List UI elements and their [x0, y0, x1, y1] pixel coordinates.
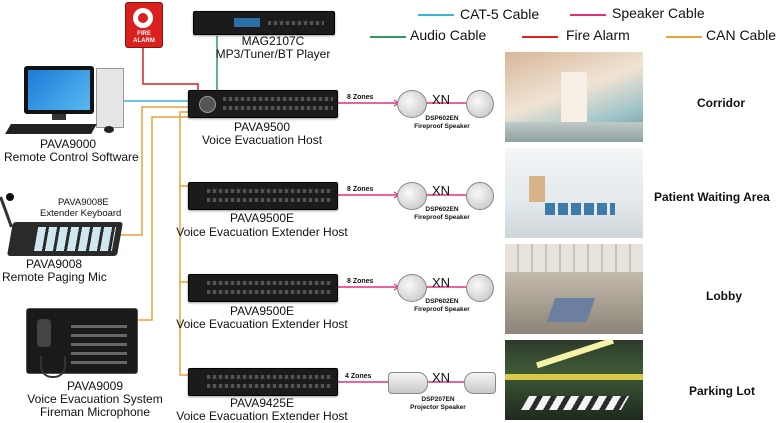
host-3-desc: Voice Evacuation Extender Host [176, 409, 348, 423]
host-0-model: PAVA9500 [233, 120, 291, 134]
legend-speaker-label: Speaker Cable [612, 5, 705, 21]
host-2-desc: Voice Evacuation Extender Host [176, 317, 348, 331]
corridor-photo [505, 52, 643, 142]
ceiling-speaker-icon [397, 90, 427, 118]
keyboard [5, 124, 97, 134]
host-device-pava9425e [188, 368, 338, 396]
fireman-mic-desc-2: Fireman Microphone [39, 405, 151, 419]
host-3-zones: 4 Zones [345, 373, 372, 380]
legend-fire-label: Fire Alarm [566, 27, 630, 43]
mouse [104, 126, 114, 133]
player-model: MAG2107C [241, 34, 305, 48]
ceiling-speaker-icon [397, 182, 427, 210]
host-0-zones: 8 Zones [347, 94, 374, 101]
host-device-pava9500e-b [188, 274, 338, 302]
speaker-1-model: DSP602EN [425, 206, 459, 213]
legend-can-label: CAN Cable [706, 27, 777, 43]
pc-desc: Remote Control Software [4, 150, 139, 164]
fire-alarm-device: FIRE ALARM [125, 2, 163, 48]
legend-cat5-label: CAT-5 Cable [460, 6, 540, 22]
speaker-3-model: DSP207EN [421, 396, 455, 403]
host-0-desc: Voice Evacuation Host [201, 133, 323, 147]
ceiling-speaker-icon [466, 274, 494, 302]
computer-monitor [24, 66, 94, 114]
area-label-waiting: Patient Waiting Area [654, 190, 770, 204]
fireman-mic-handset [37, 319, 51, 347]
fireman-panel-keys [71, 325, 127, 365]
legend-cat5-line [418, 14, 454, 16]
computer-tower [96, 68, 124, 128]
extender-keyboard-desc: Extender Keyboard [40, 208, 122, 219]
speaker-2-model: DSP602EN [425, 298, 459, 305]
host-volume-knob [199, 96, 216, 113]
speaker-2-desc: Fireproof Speaker [414, 306, 470, 313]
area-label-corridor: Corridor [697, 96, 745, 110]
fireman-mic-cord [40, 356, 66, 378]
speaker-xn-label: XN [432, 370, 451, 385]
speaker-0-desc: Fireproof Speaker [414, 123, 470, 130]
host-2-model: PAVA9500E [229, 304, 295, 318]
paging-mic-model: PAVA9008 [26, 257, 83, 271]
host-device-pava9500e-a [188, 182, 338, 210]
host-1-desc: Voice Evacuation Extender Host [176, 225, 348, 239]
legend-speaker-line [570, 14, 606, 16]
fire-alarm-button [138, 13, 148, 23]
host-device-pava9500 [188, 90, 338, 118]
speaker-3-desc: Projector Speaker [410, 404, 466, 411]
speaker-xn-label: XN [432, 92, 451, 107]
ceiling-speaker-icon [466, 182, 494, 210]
speaker-1-desc: Fireproof Speaker [414, 214, 470, 221]
area-label-parking: Parking Lot [689, 384, 756, 398]
host-3-model: PAVA9425E [229, 396, 295, 410]
fireman-mic-model: PAVA9009 [66, 379, 124, 393]
monitor-screen [28, 70, 90, 110]
fire-alarm-text-1: FIRE [137, 31, 151, 37]
mic-head [6, 193, 14, 201]
legend-audio-label: Audio Cable [410, 27, 487, 43]
fireman-mic-panel [26, 308, 138, 374]
parking-lot-photo [505, 340, 643, 420]
area-label-lobby: Lobby [706, 289, 742, 303]
lobby-photo [505, 244, 643, 334]
mp3-player-device [193, 11, 335, 35]
speaker-xn-label: XN [432, 183, 451, 198]
player-desc: MP3/Tuner/BT Player [215, 47, 331, 61]
speaker-0-model: DSP602EN [425, 115, 459, 122]
extender-keyboard-model: PAVA9008E [58, 197, 109, 208]
ceiling-speaker-icon [397, 274, 427, 302]
player-display [234, 18, 260, 27]
fireman-mic-desc-1: Voice Evacuation System [27, 392, 163, 406]
host-1-model: PAVA9500E [229, 211, 295, 225]
waiting-area-photo [505, 148, 643, 238]
monitor-stand [52, 114, 66, 120]
ceiling-speaker-icon [466, 90, 494, 118]
paging-mic-desc: Remote Paging Mic [2, 270, 107, 284]
fire-alarm-text-2: ALARM [133, 38, 155, 44]
projector-speaker-icon [464, 372, 496, 394]
pc-model: PAVA9000 [40, 137, 97, 151]
host-2-zones: 8 Zones [347, 278, 374, 285]
legend-audio-line [370, 36, 406, 38]
host-1-zones: 8 Zones [347, 186, 374, 193]
console-keys [33, 227, 117, 251]
legend-can-line [666, 36, 702, 38]
legend-fire-line [522, 36, 558, 38]
paging-mic-console [7, 222, 123, 256]
speaker-xn-label: XN [432, 275, 451, 290]
projector-speaker-icon [388, 372, 428, 394]
